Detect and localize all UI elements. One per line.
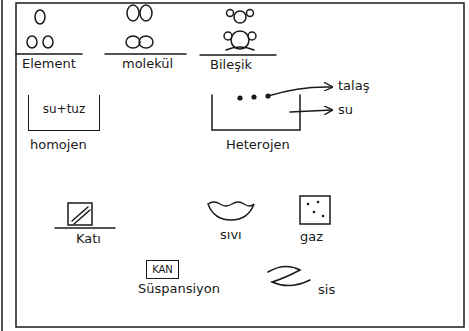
underline — [105, 53, 186, 55]
label: Süspansiyon — [138, 282, 220, 296]
beaker-box: su+tuz — [28, 95, 100, 131]
node-text: su+tuz — [43, 103, 86, 116]
atom — [127, 5, 139, 21]
particle — [237, 95, 242, 100]
leader-arrow — [290, 110, 332, 112]
particle — [251, 94, 256, 99]
label: Katı — [76, 232, 101, 246]
underline — [200, 54, 276, 56]
atom — [227, 10, 234, 17]
underline — [16, 53, 82, 55]
atom — [140, 5, 152, 21]
label: su — [338, 103, 353, 117]
edge-line — [1, 0, 3, 331]
gas-box — [300, 196, 330, 224]
atom — [35, 10, 45, 24]
atom — [139, 36, 153, 48]
label: molekül — [122, 57, 173, 71]
particle — [317, 201, 320, 204]
atom — [126, 36, 140, 48]
sample-box: KAN — [146, 260, 179, 279]
particle — [307, 203, 310, 206]
underline — [55, 227, 115, 229]
label: Element — [22, 57, 76, 71]
node-text: KAN — [152, 264, 173, 275]
atom — [247, 10, 254, 17]
fog-squiggle — [268, 266, 310, 285]
particle — [322, 215, 325, 218]
particle — [313, 211, 316, 214]
hatch — [74, 210, 90, 224]
leader-arrow — [268, 87, 332, 96]
particle — [265, 93, 270, 98]
atom — [43, 36, 53, 48]
atom — [248, 32, 256, 40]
label: Bileşik — [210, 58, 252, 72]
beaker — [212, 95, 300, 130]
atom — [234, 11, 246, 23]
label: sis — [318, 283, 335, 297]
frame — [16, 3, 464, 327]
label: Heterojen — [226, 138, 290, 152]
label: sıvı — [220, 228, 242, 242]
label: gaz — [300, 230, 323, 244]
atom — [27, 36, 37, 48]
solid-block — [68, 203, 92, 225]
label: talaş — [338, 79, 369, 93]
atom — [224, 32, 232, 40]
label: homojen — [30, 138, 87, 152]
liquid — [208, 202, 254, 220]
stroke — [226, 47, 254, 50]
